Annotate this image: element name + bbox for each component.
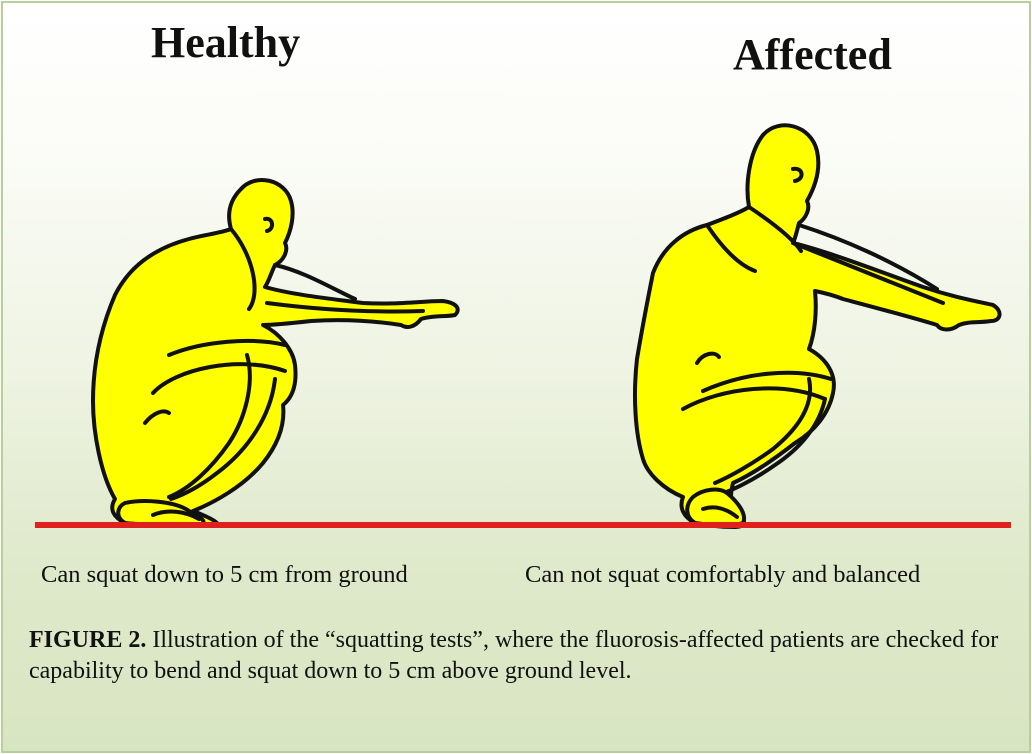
figure-caption: FIGURE 2. Illustration of the “squatting… xyxy=(29,625,1009,687)
squatting-person-affected xyxy=(635,125,1000,527)
figure-label: FIGURE 2. xyxy=(29,627,146,653)
affected-caption: Can not squat comfortably and balanced xyxy=(525,561,920,589)
squatting-illustration xyxy=(3,3,1029,563)
figure-caption-text: Illustration of the “squatting tests”, w… xyxy=(29,627,998,684)
squatting-person-healthy xyxy=(93,180,458,526)
healthy-caption: Can squat down to 5 cm from ground xyxy=(41,561,408,589)
